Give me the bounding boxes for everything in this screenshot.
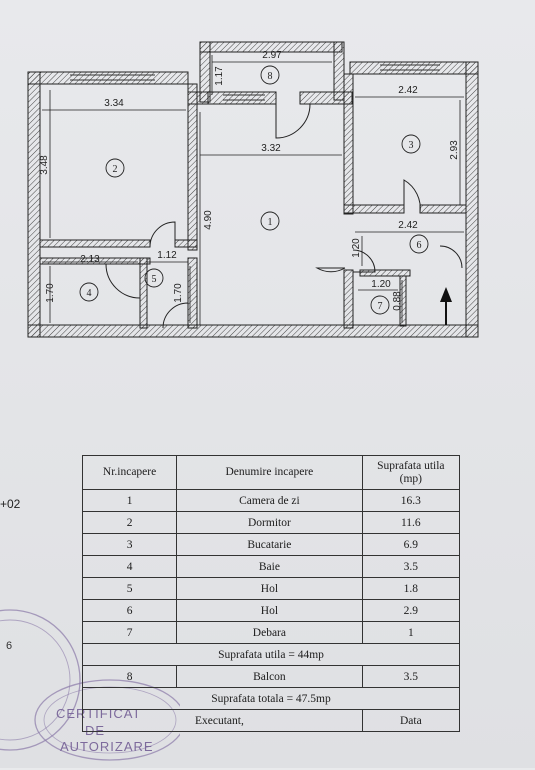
- cell-name: Dormitor: [176, 511, 363, 534]
- dim-living-length: 4.90: [203, 210, 214, 230]
- cell-area: 1.8: [361, 577, 461, 600]
- stamp-line-3: AUTORIZARE: [60, 739, 154, 754]
- cell-nr: 8: [81, 665, 178, 688]
- table-row: 3 Bucatarie 6.9: [81, 533, 461, 556]
- table-row-balcon: 8 Balcon 3.5: [81, 665, 461, 688]
- header-area: Suprafata utila (mp): [361, 455, 461, 490]
- cell-name: Camera de zi: [176, 489, 363, 512]
- table-row: 6 Hol 2.9: [81, 599, 461, 622]
- header-name: Denumire incapere: [176, 455, 363, 490]
- table-row: 1 Camera de zi 16.3: [81, 489, 461, 512]
- cell-nr: 6: [81, 599, 178, 622]
- table-row-utila-total: Suprafata utila = 44mp: [82, 643, 460, 666]
- table-row: 4 Baie 3.5: [81, 555, 461, 578]
- dim-bedroom-length: 3.48: [39, 155, 50, 175]
- cell-name: Bucatarie: [176, 533, 363, 556]
- cell-area: 3.5: [361, 665, 461, 688]
- table-row-executant: Executant, Data: [82, 709, 461, 732]
- room-number-8: 8: [268, 71, 273, 82]
- margin-small-number: 6: [6, 640, 13, 652]
- cell-nr: 7: [81, 621, 178, 644]
- dim-closet-width: 1.20: [371, 279, 391, 290]
- dim-hall5-length: 1.70: [173, 283, 184, 303]
- window-marks: [39, 64, 440, 200]
- room-number-6: 6: [417, 240, 422, 251]
- dim-bath-width: 2.13: [80, 254, 100, 265]
- cell-nr: 2: [81, 511, 178, 534]
- dim-hall6-width: 2.42: [398, 220, 418, 231]
- floor-plan: 8 2 1 3 4 5 6 7 2.97 1.17 3.34 3.48 3.32…: [27, 41, 479, 338]
- data-cell: Data: [361, 709, 461, 732]
- room-number-5: 5: [152, 274, 157, 285]
- cell-name: Debara: [176, 621, 363, 644]
- utila-total-cell: Suprafata utila = 44mp: [82, 643, 460, 666]
- room-number-4: 4: [87, 288, 92, 299]
- room-number-7: 7: [378, 301, 383, 312]
- table-row-totala: Suprafata totala = 47.5mp: [82, 687, 460, 710]
- cell-name: Baie: [176, 555, 363, 578]
- dim-hall6-depth: 1.20: [351, 238, 362, 258]
- table-header-row: Nr.incapere Denumire incapere Suprafata …: [81, 455, 461, 490]
- room-number-2: 2: [113, 164, 118, 175]
- table-row: 2 Dormitor 11.6: [81, 511, 461, 534]
- dim-balcony-depth: 1.17: [214, 66, 225, 86]
- dimension-lines: [42, 55, 464, 325]
- dim-living-width: 3.32: [261, 143, 281, 154]
- dim-hall5-width: 1.12: [157, 250, 177, 261]
- cell-nr: 4: [81, 555, 178, 578]
- dim-bedroom-width: 3.34: [104, 98, 124, 109]
- cell-name: Hol: [176, 599, 363, 622]
- cell-area: 6.9: [361, 533, 461, 556]
- door-swings: [105, 103, 463, 329]
- cell-name: Balcon: [176, 665, 363, 688]
- cell-name: Hol: [176, 577, 363, 600]
- interior-walls: [39, 73, 467, 329]
- cell-area: 2.9: [361, 599, 461, 622]
- room-number-3: 3: [409, 140, 414, 151]
- totala-cell: Suprafata totala = 47.5mp: [82, 687, 460, 710]
- room-number-1: 1: [268, 217, 273, 228]
- dim-kitchen-width: 2.42: [398, 85, 418, 96]
- rooms-table: Nr.incapere Denumire incapere Suprafata …: [81, 455, 461, 732]
- cell-area: 11.6: [361, 511, 461, 534]
- room-markers: [79, 65, 429, 315]
- cell-area: 16.3: [361, 489, 461, 512]
- cell-area: 3.5: [361, 555, 461, 578]
- dim-kitchen-length: 2.93: [449, 140, 460, 160]
- cell-nr: 5: [81, 577, 178, 600]
- margin-number: +02: [0, 497, 21, 511]
- header-nr: Nr.incapere: [81, 455, 178, 490]
- entrance-arrow-icon: [440, 287, 452, 325]
- dim-closet-depth: 0.88: [392, 291, 403, 311]
- cell-nr: 3: [81, 533, 178, 556]
- dim-balcony-width: 2.97: [262, 50, 282, 61]
- executant-cell: Executant,: [82, 709, 363, 732]
- cell-nr: 1: [81, 489, 178, 512]
- table-row: 5 Hol 1.8: [81, 577, 461, 600]
- dim-bath-length: 1.70: [45, 283, 56, 303]
- cell-area: 1: [361, 621, 461, 644]
- table-row: 7 Debara 1: [81, 621, 461, 644]
